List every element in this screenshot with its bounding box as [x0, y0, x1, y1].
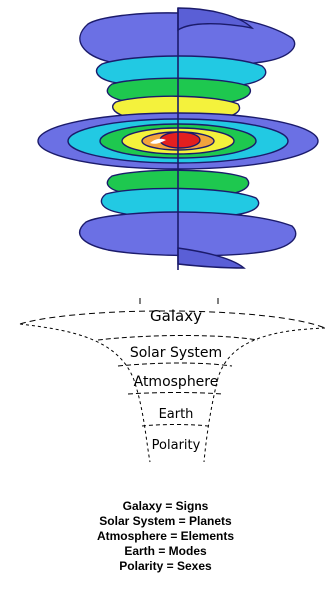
separator-1: [98, 336, 258, 341]
layer-label-polarity: Polarity: [152, 438, 201, 453]
spiral-bands-illustration: [38, 8, 318, 270]
legend-line-solar-system: Solar System = Planets: [0, 514, 331, 529]
legend-line-atmosphere: Atmosphere = Elements: [0, 529, 331, 544]
layer-label-earth: Earth: [159, 407, 194, 422]
legend-line-galaxy: Galaxy = Signs: [0, 499, 331, 514]
layer-label-atmosphere: Atmosphere: [134, 374, 219, 390]
layer-label-galaxy: Galaxy: [150, 307, 202, 325]
separator-2: [118, 363, 232, 366]
separator-3: [128, 393, 222, 395]
legend-line-earth: Earth = Modes: [0, 544, 331, 559]
layer-label-solar-system: Solar System: [130, 345, 222, 361]
legend-line-polarity: Polarity = Sexes: [0, 559, 331, 574]
legend: Galaxy = Signs Solar System = Planets At…: [0, 499, 331, 574]
separator-4: [142, 425, 208, 427]
